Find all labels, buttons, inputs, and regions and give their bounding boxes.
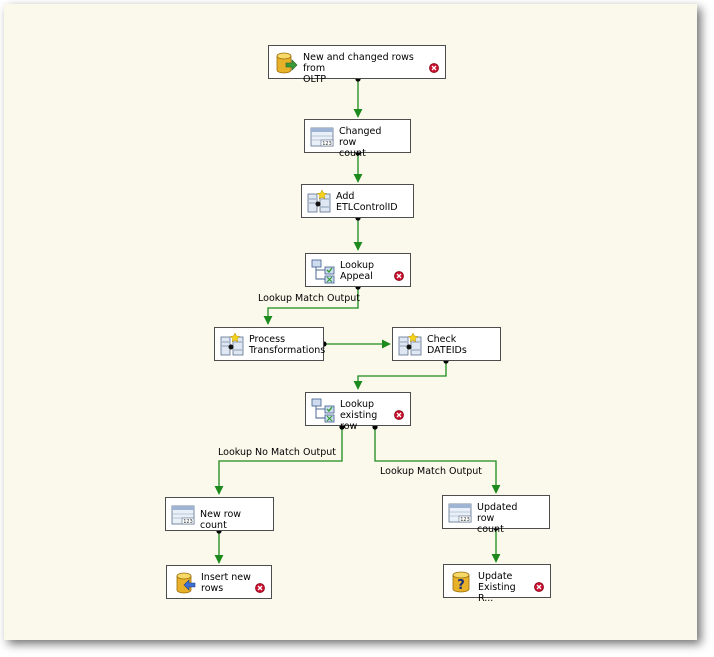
- node-label: Update Existing R...: [478, 571, 516, 604]
- node-updated-row-count[interactable]: 123 Updated row count: [442, 495, 550, 535]
- svg-text:?: ?: [457, 578, 465, 593]
- node-lookup-existing-row[interactable]: Lookup existing row: [305, 392, 411, 432]
- node-insert-new-rows[interactable]: Insert new rows: [166, 565, 272, 599]
- node-label: Lookup Appeal: [340, 260, 375, 282]
- node-label: Updated row count: [477, 502, 518, 535]
- node-changed-row-count[interactable]: 123 Changed row count: [304, 119, 411, 159]
- derived-column-icon: [397, 332, 423, 358]
- error-icon: [255, 578, 265, 593]
- path-label-existing-match[interactable]: Lookup Match Output: [380, 466, 483, 477]
- node-label: Insert new rows: [201, 572, 251, 594]
- node-lookup-appeal[interactable]: Lookup Appeal: [305, 253, 411, 287]
- node-add-etlcontrolid[interactable]: Add ETLControlID: [301, 184, 414, 218]
- node-label: Changed row count: [339, 126, 382, 159]
- row-count-icon: 123: [309, 124, 335, 150]
- derived-column-icon: [306, 189, 332, 215]
- oledb-destination-icon: [171, 570, 197, 596]
- node-oltp-source[interactable]: New and changed rows from OLTP: [268, 45, 446, 85]
- path-existing-match: [374, 427, 501, 494]
- node-check-dateids[interactable]: Check DATEIDs: [392, 327, 501, 361]
- node-update-existing-rows[interactable]: ? Update Existing R...: [443, 564, 551, 604]
- node-label: New and changed rows from OLTP: [303, 52, 414, 85]
- lookup-icon: [310, 397, 336, 423]
- node-label: Lookup existing row: [340, 399, 378, 432]
- path-label-existing-no-match[interactable]: Lookup No Match Output: [218, 447, 336, 458]
- row-count-icon: 123: [447, 500, 473, 526]
- node-label: Check DATEIDs: [427, 334, 467, 356]
- svg-text:123: 123: [460, 517, 470, 523]
- row-count-icon: 123: [170, 502, 196, 528]
- error-icon: [429, 58, 439, 73]
- error-icon: [534, 577, 544, 592]
- node-process-transformations[interactable]: Process Transformations: [214, 327, 326, 361]
- lookup-icon: [310, 258, 336, 284]
- path-check-to-lookup-existing: [353, 361, 447, 390]
- node-new-row-count[interactable]: 123 New row count: [165, 497, 274, 531]
- node-label: New row count: [200, 509, 242, 531]
- svg-text:123: 123: [183, 519, 193, 525]
- connector-layer: [214, 76, 501, 564]
- error-icon: [394, 405, 404, 420]
- error-icon: [394, 266, 404, 281]
- derived-column-icon: [219, 332, 245, 358]
- svg-text:123: 123: [322, 141, 332, 147]
- oledb-source-icon: [273, 50, 299, 76]
- ole-db-command-icon: ?: [448, 569, 474, 595]
- data-flow-canvas[interactable]: New and changed rows from OLTP 123 Chang…: [4, 4, 697, 640]
- path-label-appeal-match[interactable]: Lookup Match Output: [258, 293, 361, 304]
- node-label: Add ETLControlID: [336, 191, 398, 213]
- node-label: Process Transformations: [249, 334, 326, 356]
- path-appeal-match: [263, 287, 359, 325]
- path-existing-no-match: [214, 427, 343, 495]
